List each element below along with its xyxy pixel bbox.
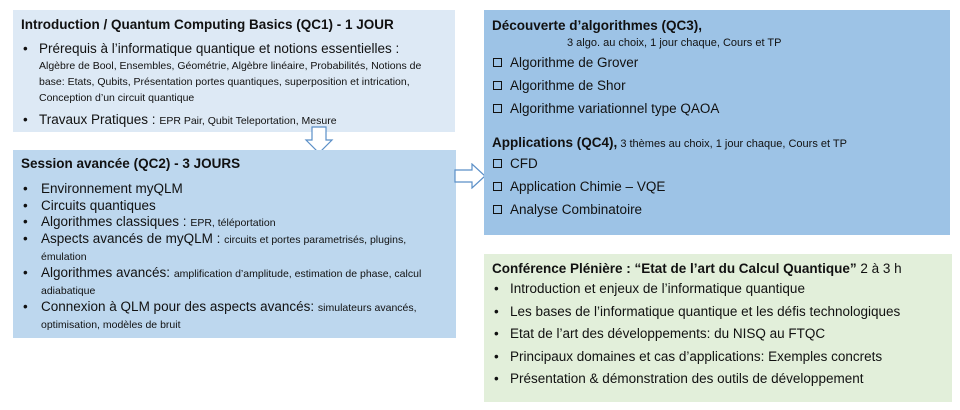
qc3-qc4-box: Découverte d’algorithmes (QC3), 3 algo. …: [484, 10, 950, 235]
item-detail: amplification d’amplitude, estimation de…: [41, 268, 422, 297]
list-item: Algorithmes avancés: amplification d’amp…: [21, 265, 448, 299]
item-detail: circuits et portes parametrisés, plugins…: [41, 234, 407, 263]
arrow-down-icon: [304, 126, 334, 154]
qc4-heading: Applications (QC4), 3 thèmes au choix, 1…: [492, 134, 942, 152]
qc4-title: Applications (QC4),: [492, 135, 618, 150]
checkbox-icon: [493, 205, 502, 214]
list-item: Présentation & démonstration des outils …: [492, 368, 944, 391]
checkbox-icon: [493, 159, 502, 168]
qc1-title: Introduction / Quantum Computing Basics …: [21, 17, 394, 32]
item-main: Algorithmes avancés:: [41, 265, 174, 280]
list-item: Connexion à QLM pour des aspects avancés…: [21, 299, 448, 333]
checkbox-icon: [493, 182, 502, 191]
item-detail: Algèbre de Bool, Ensembles, Géométrie, A…: [39, 60, 422, 104]
item-main: Environnement myQLM: [41, 181, 183, 196]
qc4-subtitle: 3 thèmes au choix, 1 jour chaque, Cours …: [617, 138, 847, 150]
list-item: Introduction et enjeux de l’informatique…: [492, 278, 944, 301]
item-label: Application Chimie – VQE: [510, 179, 666, 194]
list-item: Environnement myQLM: [21, 181, 448, 198]
list-item: Algorithme de Grover: [492, 51, 942, 74]
list-item: CFD: [492, 152, 942, 175]
list-item: Circuits quantiques: [21, 198, 448, 215]
qc3-title: Découverte d’algorithmes (QC3),: [492, 18, 703, 33]
item-main: Circuits quantiques: [41, 197, 156, 213]
conference-title: Conférence Plénière : “Etat de l’art du …: [492, 261, 857, 276]
item-detail: simulateurs avancés, optimisation, modèl…: [41, 302, 417, 331]
item-main: Travaux Pratiques :: [39, 112, 160, 127]
conference-duration: 2 à 3 h: [856, 261, 902, 276]
conference-heading: Conférence Plénière : “Etat de l’art du …: [492, 260, 944, 278]
list-item: Algorithme de Shor: [492, 74, 942, 97]
list-item: Aspects avancés de myQLM : circuits et p…: [21, 231, 448, 265]
item-main: Prérequis à l’informatique quantique et …: [39, 41, 400, 56]
qc3-subtitle: 3 algo. au choix, 1 jour chaque, Cours e…: [567, 37, 782, 49]
checkbox-icon: [493, 104, 502, 113]
item-label: Analyse Combinatoire: [510, 202, 643, 217]
list-item: Algorithmes classiques : EPR, téléportat…: [21, 214, 448, 231]
list-item: Les bases de l’informatique quantique et…: [492, 301, 944, 324]
qc2-title: Session avancée (QC2) - 3 JOURS: [21, 156, 241, 171]
list-item: Etat de l’art des développements: du NIS…: [492, 323, 944, 346]
item-label: Algorithme de Shor: [510, 78, 626, 93]
list-item: Principaux domaines et cas d’application…: [492, 346, 944, 369]
arrow-right-icon: [454, 163, 486, 189]
conference-box: Conférence Plénière : “Etat de l’art du …: [484, 254, 952, 402]
item-label: Algorithme de Grover: [510, 55, 639, 70]
list-item: Travaux Pratiques : EPR Pair, Qubit Tele…: [21, 112, 447, 128]
qc1-box: Introduction / Quantum Computing Basics …: [13, 10, 455, 132]
checkbox-icon: [493, 58, 502, 67]
list-item: Algorithme variationnel type QAOA: [492, 97, 942, 120]
item-main: Connexion à QLM pour des aspects avancés…: [41, 299, 318, 314]
item-detail: EPR Pair, Qubit Teleportation, Mesure: [159, 115, 337, 127]
item-main: Aspects avancés de myQLM :: [41, 231, 225, 246]
qc2-box: Session avancée (QC2) - 3 JOURS Environn…: [13, 150, 456, 338]
item-detail: EPR, téléportation: [190, 217, 276, 229]
list-item: Analyse Combinatoire: [492, 198, 942, 221]
list-item: Application Chimie – VQE: [492, 175, 942, 198]
list-item: Prérequis à l’informatique quantique et …: [21, 41, 447, 105]
checkbox-icon: [493, 81, 502, 90]
item-label: Algorithme variationnel type QAOA: [510, 101, 720, 116]
item-label: CFD: [510, 156, 538, 171]
item-main: Algorithmes classiques :: [41, 214, 191, 229]
